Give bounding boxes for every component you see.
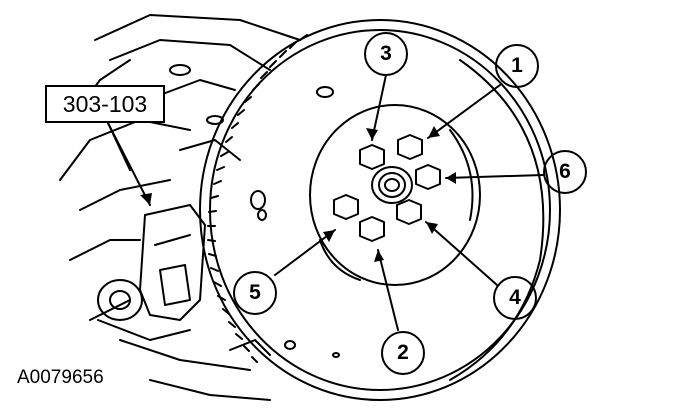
crankshaft-hub <box>309 104 481 286</box>
callout-1: 1 <box>511 54 523 77</box>
figure-id: A0079656 <box>17 367 104 388</box>
callout-circle-6 <box>543 150 587 194</box>
callout-circle-1 <box>495 44 539 88</box>
callout-5: 5 <box>249 281 261 304</box>
callout-4: 4 <box>509 286 521 309</box>
leader-line-6 <box>445 174 544 179</box>
tool-leader-line-secondary <box>107 122 131 171</box>
leader-line-2 <box>377 249 399 331</box>
engine-block-outline <box>59 14 301 401</box>
leader-line-5 <box>274 229 336 276</box>
callout-circle-4 <box>493 276 537 320</box>
callout-2: 2 <box>397 341 409 364</box>
callout-circle-3 <box>364 32 408 76</box>
flywheel-bolts <box>333 134 441 242</box>
callout-6: 6 <box>559 160 571 183</box>
callout-circle-2 <box>381 331 425 375</box>
leader-line-1 <box>427 84 501 139</box>
locking-tool-303-103 <box>97 204 206 341</box>
leader-line-3 <box>371 74 387 141</box>
leader-arrowheads <box>140 126 456 262</box>
flywheel-ring-gear <box>199 19 561 401</box>
callout-circle-5 <box>233 271 277 315</box>
callout-3: 3 <box>380 42 392 65</box>
tool-label-box <box>45 85 165 123</box>
leader-line-4 <box>425 221 498 286</box>
tool-number-label: 303-103 <box>62 91 148 117</box>
flywheel-edge-arc <box>449 59 545 381</box>
